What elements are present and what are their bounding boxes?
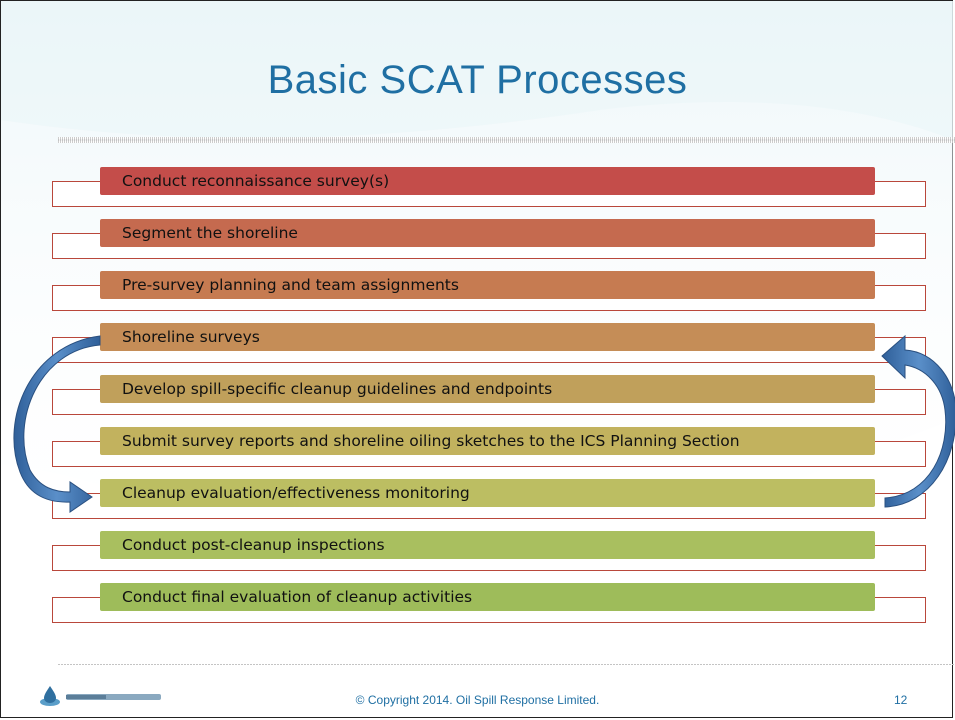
process-step: Develop spill-specific cleanup guideline…: [100, 375, 875, 403]
process-step: Conduct reconnaissance survey(s): [100, 167, 875, 195]
process-step: Submit survey reports and shoreline oili…: [100, 427, 875, 455]
process-step: Conduct post-cleanup inspections: [100, 531, 875, 559]
process-step: Segment the shoreline: [100, 219, 875, 247]
process-step: Cleanup evaluation/effectiveness monitor…: [100, 479, 875, 507]
copyright-text: © Copyright 2014. Oil Spill Response Lim…: [355, 693, 600, 707]
slide-title: Basic SCAT Processes: [267, 58, 688, 102]
oil-spill-response-logo: [40, 686, 161, 706]
title-divider: [58, 137, 955, 143]
page-number: 12: [894, 693, 908, 707]
footer-divider: [58, 664, 955, 665]
process-step: Shoreline surveys: [100, 323, 875, 351]
process-step: Pre-survey planning and team assignments: [100, 271, 875, 299]
process-step: Conduct final evaluation of cleanup acti…: [100, 583, 875, 611]
